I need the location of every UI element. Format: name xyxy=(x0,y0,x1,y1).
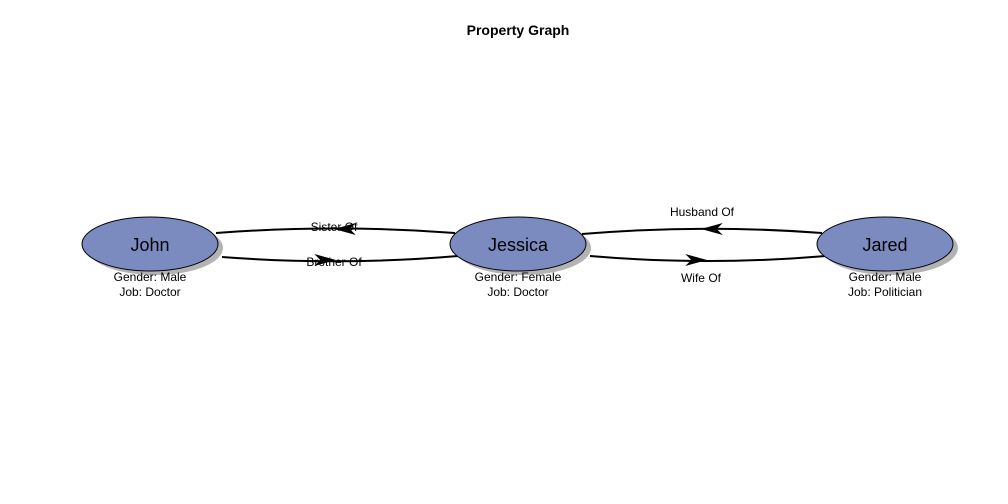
node-jessica[interactable]: Jessica Gender: Female Job: Doctor xyxy=(449,216,591,299)
edge-sister-of: Sister Of xyxy=(215,220,456,235)
edge-label-wife-of: Wife Of xyxy=(681,271,722,285)
node-property-jared-gender: Gender: Male xyxy=(849,270,922,284)
edge-line-brother-of xyxy=(221,255,459,263)
node-label-john: John xyxy=(130,235,169,255)
edge-brother-of: Brother Of xyxy=(221,254,459,269)
node-property-jessica-gender: Gender: Female xyxy=(475,270,562,284)
edge-line-wife-of xyxy=(589,255,827,262)
node-property-john-gender: Gender: Male xyxy=(114,270,187,284)
node-ellipse xyxy=(816,216,954,272)
edge-label-husband-of: Husband Of xyxy=(670,205,735,219)
arrowhead-sister-of xyxy=(334,223,356,235)
edge-label-brother-of: Brother Of xyxy=(306,255,362,269)
edge-line-sister-of xyxy=(215,227,456,234)
node-john[interactable]: John Gender: Male Job: Doctor xyxy=(81,216,223,299)
node-jared[interactable]: Jared Gender: Male Job: Politician xyxy=(816,216,958,299)
node-ellipse xyxy=(449,216,587,272)
node-ellipse xyxy=(81,216,219,272)
diagram-title: Property Graph xyxy=(467,22,570,38)
edge-wife-of: Wife Of xyxy=(589,254,827,285)
node-property-jared-job: Job: Politician xyxy=(848,285,922,299)
edge-husband-of: Husband Of xyxy=(581,205,823,235)
arrowhead-husband-of xyxy=(701,223,723,235)
arrowhead-brother-of xyxy=(314,254,336,266)
node-property-jessica-job: Job: Doctor xyxy=(487,285,548,299)
node-label-jessica: Jessica xyxy=(488,235,549,255)
edge-line-husband-of xyxy=(581,227,823,235)
edge-label-sister-of: Sister Of xyxy=(311,220,358,234)
arrowhead-wife-of xyxy=(685,254,707,266)
node-label-jared: Jared xyxy=(862,235,907,255)
node-property-john-job: Job: Doctor xyxy=(119,285,180,299)
